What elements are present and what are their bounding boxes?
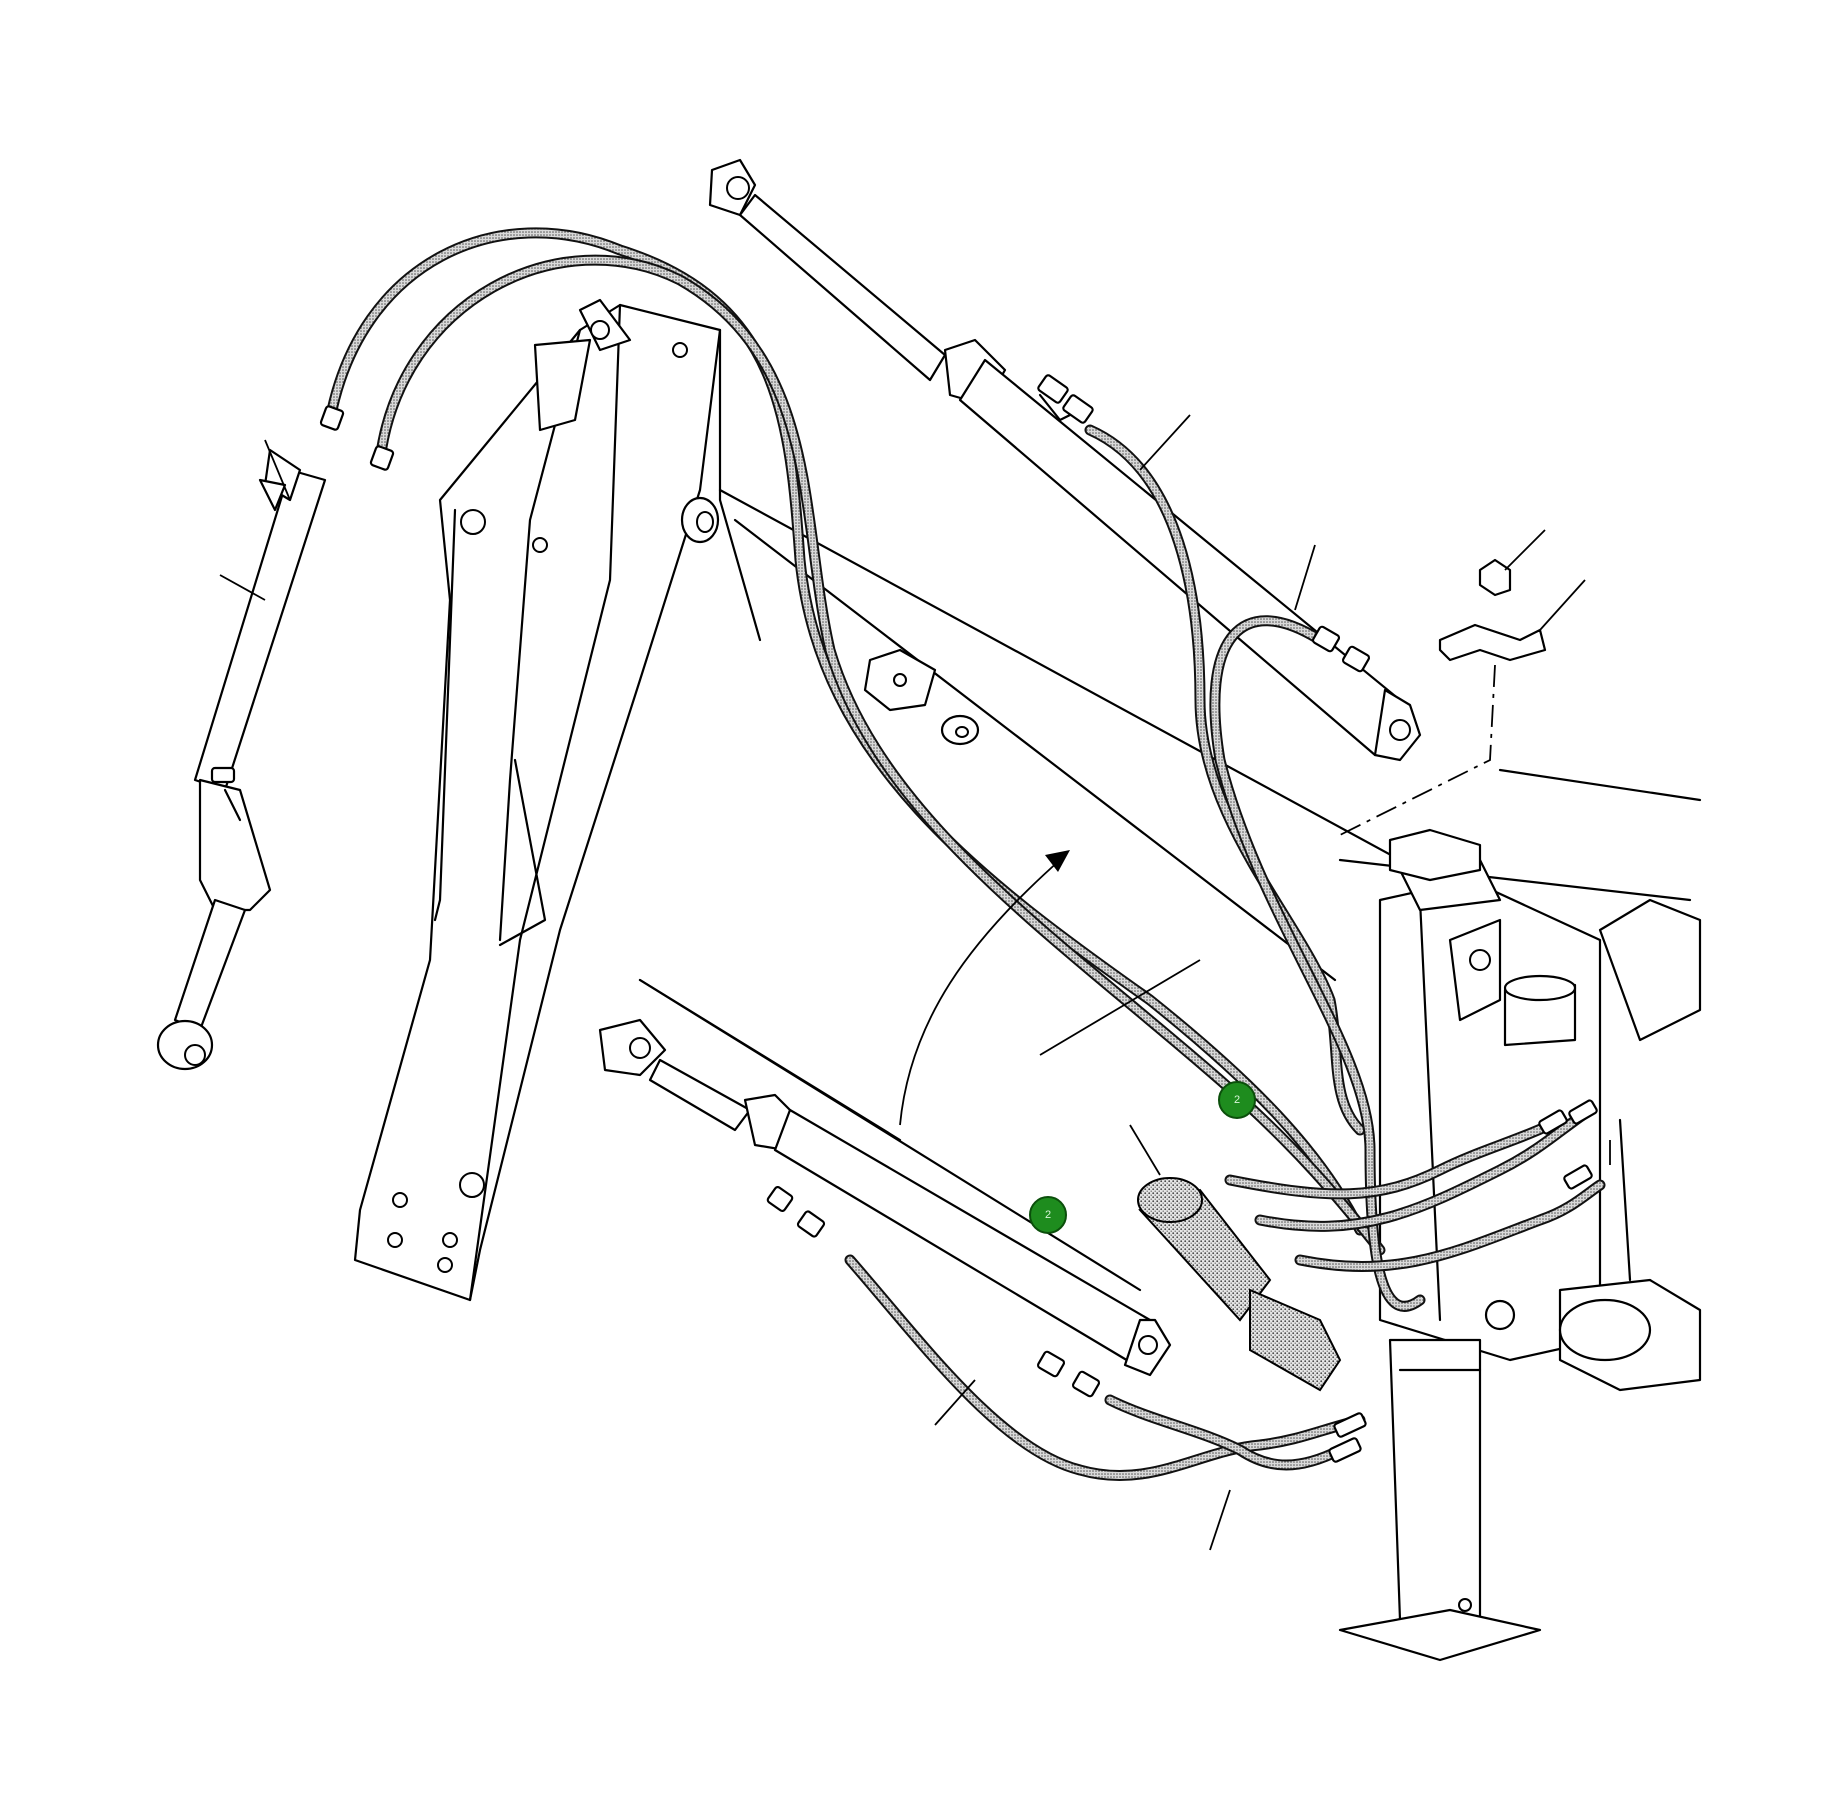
callout-marker-a-label: 2 <box>1234 1094 1240 1106</box>
boom-bolt-hole <box>392 1192 408 1208</box>
leader-line <box>1209 1489 1231 1551</box>
swing-post-column <box>1338 828 1702 1662</box>
leader-line <box>264 439 291 501</box>
rotation-arrow <box>899 850 1070 1126</box>
leader-line <box>934 1379 976 1426</box>
boom-bolt-hole <box>437 1257 453 1273</box>
leader-line <box>219 574 266 601</box>
leader-line <box>1129 1124 1161 1176</box>
clamp-hardware <box>1339 558 1547 836</box>
main-boom <box>353 298 762 1302</box>
callout-marker-a[interactable]: 2 <box>1218 1081 1256 1119</box>
callout-marker-b-label: 2 <box>1045 1209 1051 1221</box>
boom-bolt-hole <box>532 537 548 553</box>
boom-bolt-hole <box>387 1232 403 1248</box>
callout-leaders <box>219 414 1611 1551</box>
left-arm-cylinder <box>156 448 327 1071</box>
callout-marker-b[interactable]: 2 <box>1029 1196 1067 1234</box>
hydraulic-hoses <box>324 227 1606 1482</box>
upper-boom-cylinder <box>708 158 1422 762</box>
boom-pin-hole-lower <box>459 1172 485 1198</box>
boom-bolt-hole <box>672 342 688 358</box>
filter-cartridge <box>1137 1177 1342 1392</box>
leader-line <box>1139 414 1191 471</box>
hose-fittings <box>319 374 1598 1463</box>
leader-line <box>1539 579 1586 631</box>
boom-pin-hole-upper <box>460 509 486 535</box>
boom-bracket <box>863 648 980 746</box>
leader-line <box>1504 529 1546 571</box>
lower-boom-cylinder <box>598 978 1172 1377</box>
nut-icon <box>1478 558 1512 597</box>
leader-line <box>1294 544 1316 611</box>
boom-bolt-hole <box>442 1232 458 1248</box>
clamp-icon <box>1438 623 1547 662</box>
leader-line <box>1039 959 1201 1056</box>
